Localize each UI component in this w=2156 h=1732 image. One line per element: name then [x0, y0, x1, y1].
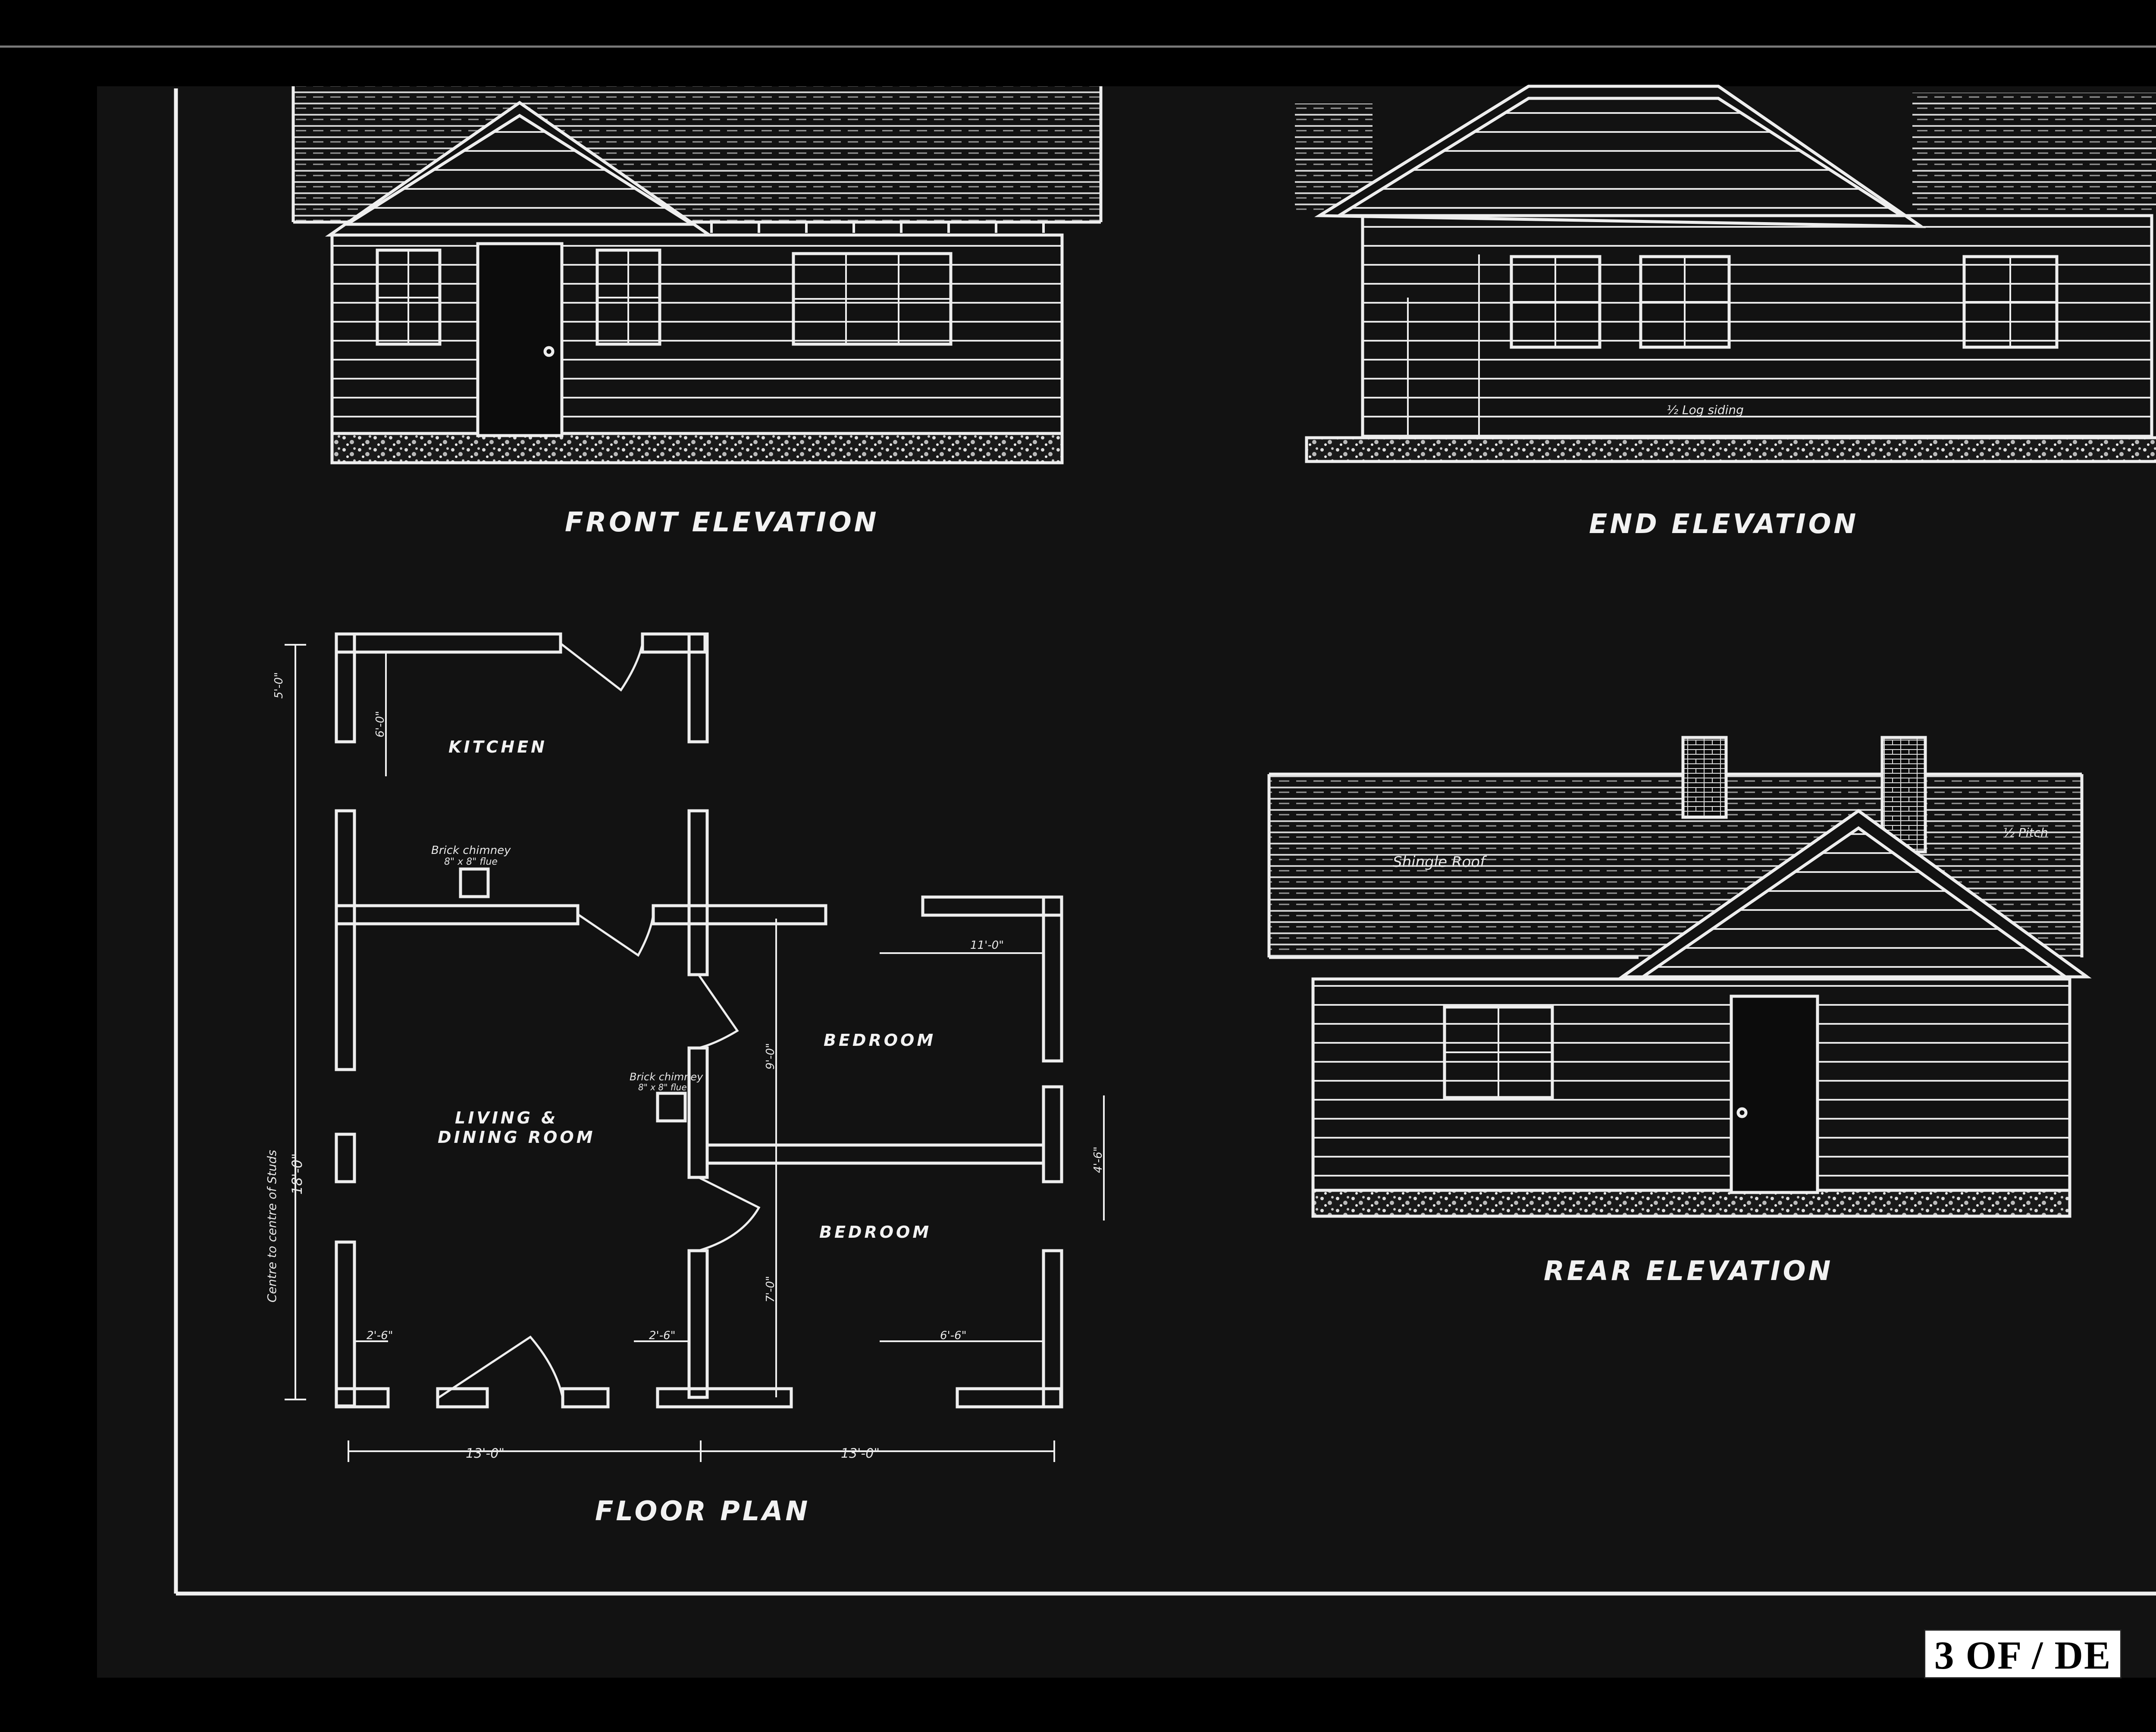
chimney-flue-1: 8" x 8" flue [444, 857, 498, 867]
rear-elevation [1267, 736, 2092, 1218]
room-bedroom-1: BEDROOM [824, 1031, 936, 1050]
dim-kitchen-depth: 5'-0" [273, 672, 285, 699]
dim-opening-b: 2'-6" [649, 1329, 676, 1342]
dim-opening-c: 6'-6" [940, 1329, 967, 1342]
dim-depth: 18'-0" [289, 1153, 305, 1195]
rear-elevation-title: REAR ELEVATION [1544, 1255, 1833, 1286]
chimney-flue-2: 8" x 8" flue [638, 1082, 687, 1092]
chimney-note-1: Brick chimney [431, 844, 511, 857]
floor-plan-title: FLOOR PLAN [595, 1495, 810, 1527]
room-bedroom-2: BEDROOM [819, 1223, 931, 1242]
end-elevation [1295, 85, 2156, 463]
room-living-line-1: LIVING & [455, 1108, 558, 1127]
dim-width-left: 13'-0" [466, 1446, 505, 1461]
shingle-roof-note: Shingle Roof [1393, 853, 1487, 871]
room-kitchen: KITCHEN [448, 737, 547, 756]
dim-centre-note: Centre to centre of Studs [265, 1150, 279, 1302]
dim-top-gap: 11'-0" [970, 939, 1004, 952]
end-elevation-title: END ELEVATION [1589, 508, 1858, 540]
front-elevation [291, 86, 1103, 464]
dim-bedroom1-depth: 9'-0" [764, 1043, 777, 1070]
chimney-note-2: Brick chimney [630, 1071, 703, 1083]
room-living-line-2: DINING ROOM [438, 1128, 595, 1147]
dim-opening-a: 2'-6" [367, 1329, 393, 1342]
dim-width-right: 13'-0" [841, 1446, 880, 1461]
log-siding-note: ½ Log siding [1667, 403, 1744, 417]
dim-kitchen-top: 6'-0" [374, 711, 387, 737]
dim-bedroom2-depth: 7'-0" [764, 1276, 777, 1302]
sheet-number-tag: 3 OF / DE [1924, 1629, 2122, 1679]
floor-plan [285, 632, 1105, 1462]
front-elevation-title: FRONT ELEVATION [565, 506, 879, 538]
pitch-note: ½ Pitch [2003, 825, 2048, 840]
dim-gap: 4'-6" [1092, 1146, 1105, 1173]
